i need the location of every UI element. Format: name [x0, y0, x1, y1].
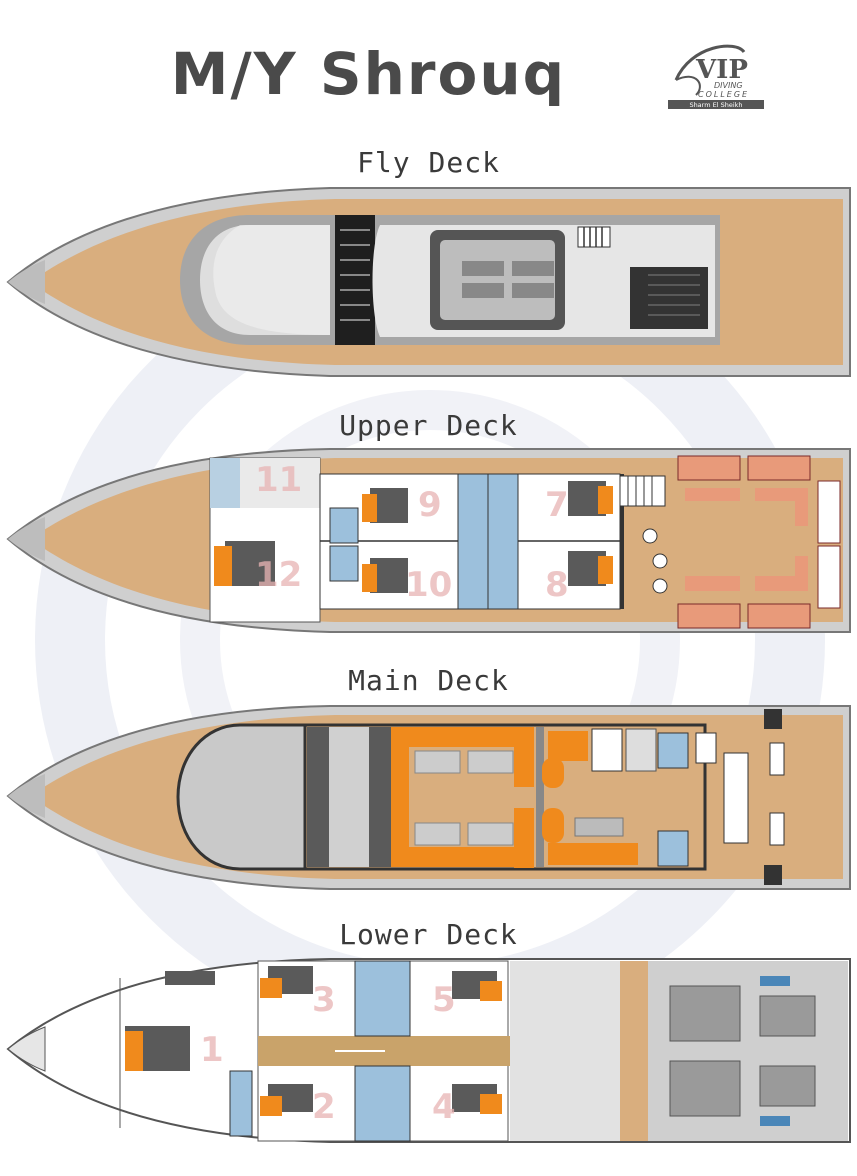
logo-brand-text: VIP: [695, 55, 748, 85]
cabin-number: 2: [312, 1087, 336, 1127]
logo-line2-text: COLLEGE: [698, 90, 749, 99]
cabin-number: 8: [545, 565, 569, 605]
fly-deck-sunbed-area: [630, 267, 708, 329]
cabin-number: 10: [405, 565, 452, 605]
logo-line3-text: Sharm El Sheikh: [689, 101, 742, 109]
cabin-number: 12: [255, 555, 302, 595]
cabin-number: 4: [432, 1087, 456, 1127]
fly-deck-plan: [6, 187, 851, 377]
upper-deck-plan: 11 12 9 10 7 8: [6, 448, 851, 633]
lower-deck-plan: 1 3 5 2 4 6: [6, 958, 851, 1143]
vip-diving-college-logo: VIP DIVING COLLEGE Sharm El Sheikh: [668, 44, 764, 109]
upper-deck-label: Upper Deck: [339, 409, 518, 442]
cabin-number: 9: [418, 485, 442, 525]
cabin-number: 7: [545, 485, 569, 525]
main-deck-label: Main Deck: [348, 664, 509, 697]
main-deck-plan: [6, 705, 851, 890]
page-title: M/Y Shrouq: [170, 40, 567, 108]
fly-deck-label: Fly Deck: [357, 146, 500, 179]
cabin-number: 11: [255, 460, 302, 500]
fly-deck-helm-console: [335, 215, 375, 345]
logo-line1-text: DIVING: [714, 81, 743, 90]
lower-deck-beds: [125, 966, 502, 1116]
upper-deck-beds: [214, 481, 613, 593]
cabin-number: 3: [312, 980, 336, 1020]
cabin-number: 5: [432, 980, 456, 1020]
cabin-number: 1: [200, 1030, 224, 1070]
lower-deck-label: Lower Deck: [339, 918, 518, 951]
